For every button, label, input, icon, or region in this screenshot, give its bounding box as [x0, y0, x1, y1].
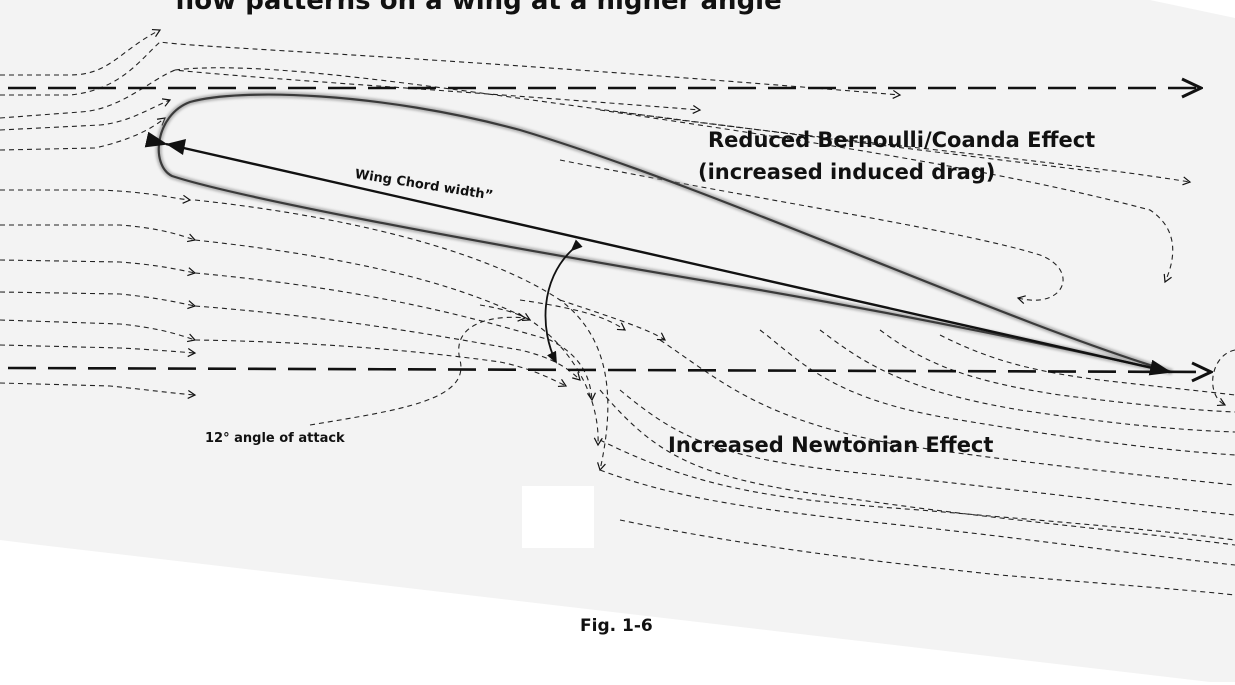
streamline — [599, 389, 1235, 546]
top-caption: flow patterns on a wing at a higher angl… — [175, 0, 782, 16]
chord-line — [144, 131, 1172, 376]
lower-effect-label: Increased Newtonian Effect — [668, 433, 994, 457]
blank-patch — [522, 486, 594, 548]
streamline — [599, 469, 1235, 566]
angle-arc — [544, 239, 583, 364]
streamline — [659, 339, 1235, 486]
streamline — [0, 382, 197, 399]
streamline — [0, 69, 702, 119]
streamline — [0, 28, 162, 76]
figure-label: Fig. 1-6 — [580, 616, 653, 636]
streamline — [0, 41, 902, 99]
streamline — [619, 519, 1235, 596]
upper-effect-title: Reduced Bernoulli/Coanda Effect — [708, 128, 1096, 152]
streamline — [619, 389, 1235, 516]
chord-arrow-left — [166, 139, 186, 155]
streamline — [0, 98, 172, 131]
angle-of-attack-label: 12° angle of attack — [205, 431, 345, 446]
streamline — [1212, 349, 1235, 407]
upper-effect-subtitle: (increased induced drag) — [698, 160, 996, 184]
streamline — [0, 117, 166, 151]
